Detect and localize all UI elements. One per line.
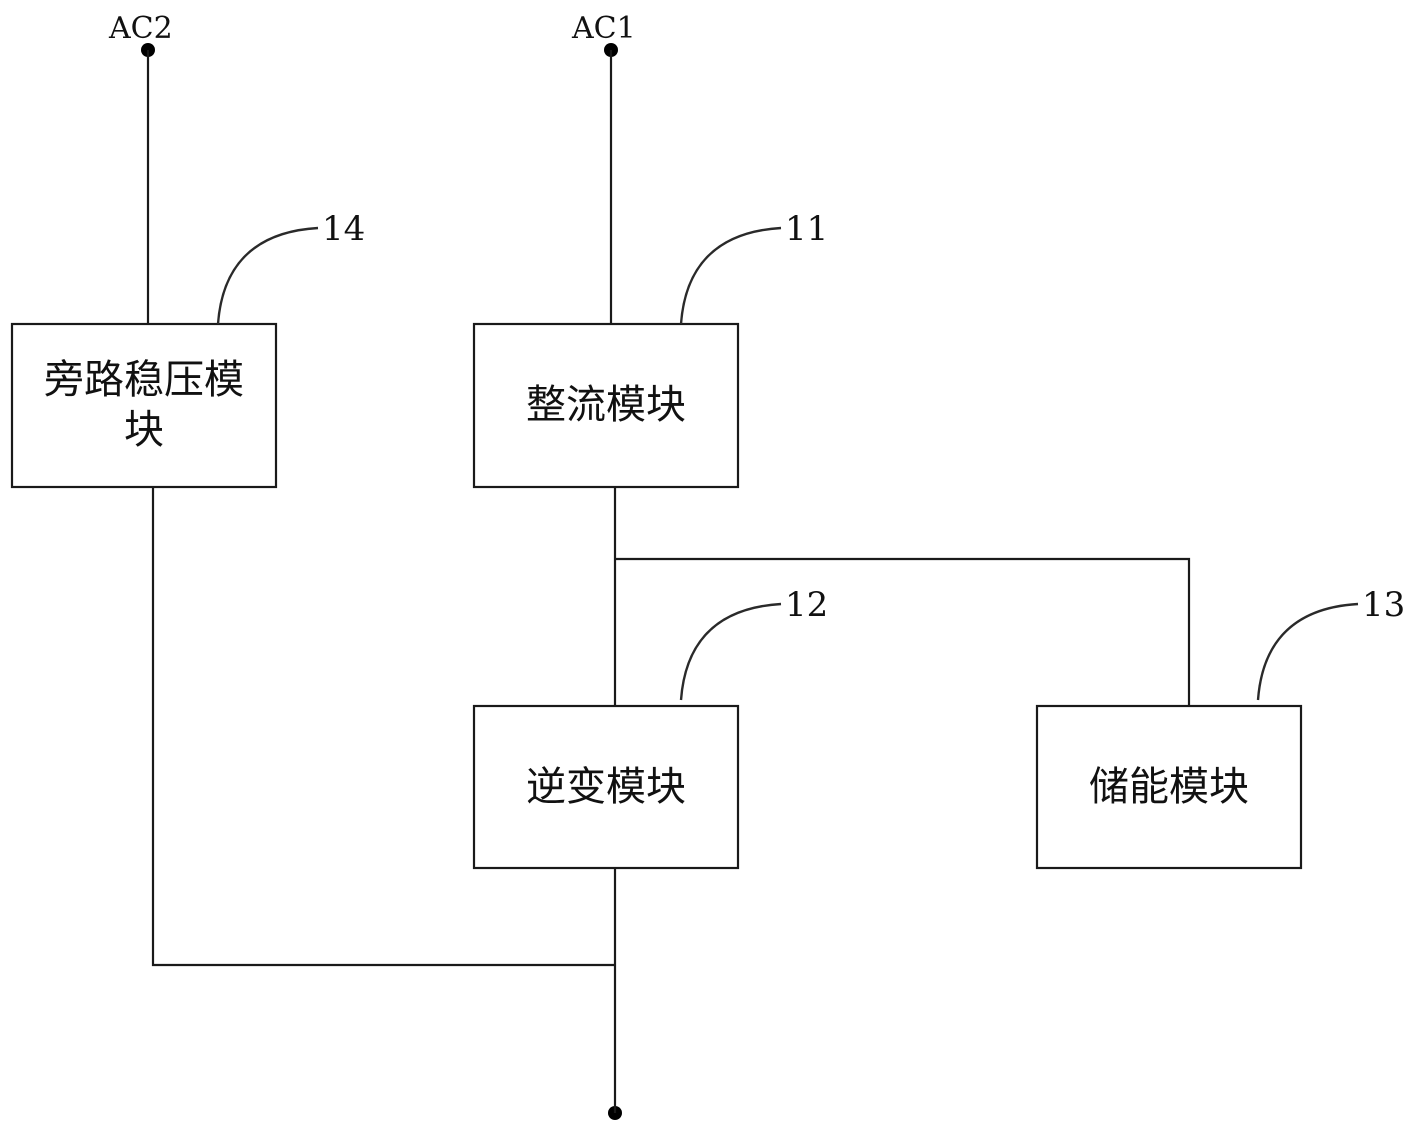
reference-numeral-13: 13	[1362, 585, 1405, 625]
reference-numeral-12: 12	[785, 585, 828, 625]
reference-numeral-11: 11	[785, 209, 828, 249]
leader-line-12	[679, 602, 782, 701]
leader-line-11	[679, 226, 782, 325]
inverter-module-box	[472, 704, 740, 870]
leader-line-13	[1256, 602, 1359, 701]
bypass-regulator-module-box	[10, 322, 278, 489]
wire-dcbus-to-storage	[615, 557, 1191, 706]
inverter-module-label: 逆变模块	[526, 764, 686, 810]
storage-module-box	[1035, 704, 1303, 870]
bypass-regulator-module-label-line2: 块	[124, 407, 164, 453]
bypass-regulator-module-label-line1: 旁路稳压模	[44, 357, 244, 403]
terminal-label-ac2: AC2	[108, 11, 173, 46]
rectifier-module-label: 整流模块	[526, 382, 686, 428]
rectifier-module-box	[472, 322, 740, 489]
wire-bypass-to-output	[151, 487, 615, 967]
storage-module-label: 储能模块	[1089, 764, 1249, 810]
leader-line-14	[216, 226, 319, 325]
terminal-label-ac1: AC1	[571, 11, 636, 46]
reference-numeral-14: 14	[322, 209, 365, 249]
